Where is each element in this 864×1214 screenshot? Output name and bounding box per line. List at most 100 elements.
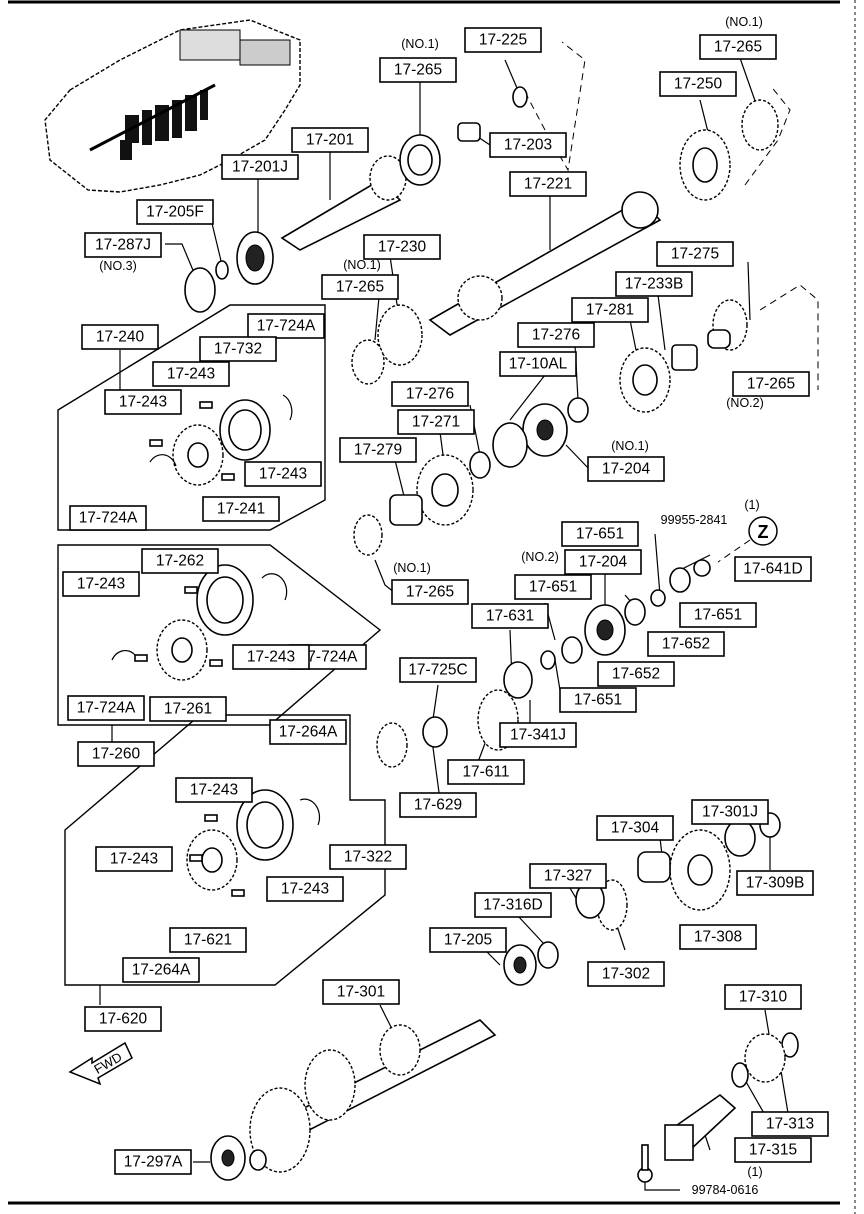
label-17-205: 17-205	[429, 927, 507, 953]
snap-ring-17-205F	[215, 260, 229, 280]
label-17-271: 17-271	[397, 409, 475, 435]
bearing-17-203	[457, 122, 481, 142]
label-17-243: 17-243	[62, 571, 140, 597]
svg-text:17-250: 17-250	[674, 76, 723, 93]
label-17-651: 17-651	[514, 574, 592, 600]
shim-17-287J	[184, 267, 216, 313]
note-no3: (NO.3)	[99, 259, 137, 273]
label-17-240: 17-240	[81, 324, 159, 350]
svg-text:17-725C: 17-725C	[408, 662, 467, 679]
svg-text:17-243: 17-243	[167, 366, 215, 383]
label-17-651: 17-651	[559, 687, 637, 713]
svg-text:17-264A: 17-264A	[279, 724, 338, 741]
label-17-250: 17-250	[659, 71, 737, 97]
svg-text:17-203: 17-203	[504, 137, 552, 154]
washer-17-313-a	[781, 1032, 799, 1058]
svg-text:17-276: 17-276	[532, 327, 580, 344]
svg-text:17-724A: 17-724A	[77, 700, 136, 717]
ring-17-641D	[693, 559, 711, 577]
label-17-281: 17-281	[571, 297, 649, 323]
svg-text:17-265: 17-265	[747, 376, 795, 393]
washer-17-276-a	[567, 397, 589, 423]
bearing-17-233B	[671, 344, 698, 371]
svg-text:17-260: 17-260	[92, 746, 141, 763]
gear-17-230	[377, 304, 423, 366]
svg-text:17-629: 17-629	[414, 797, 462, 814]
svg-text:17-308: 17-308	[694, 929, 742, 946]
label-17-262: 17-262	[141, 548, 219, 574]
label-17-725C: 17-725C	[399, 657, 477, 683]
svg-text:17-279: 17-279	[354, 442, 402, 459]
snap-ring-17-651-a	[650, 589, 666, 607]
z-reference-marker: Z	[717, 516, 778, 563]
svg-text:17-724A: 17-724A	[257, 318, 316, 335]
shim-17-316D	[537, 941, 559, 969]
svg-text:17-205F: 17-205F	[146, 204, 204, 221]
gear-17-302	[596, 879, 628, 931]
label-17-322: 17-322	[329, 844, 407, 870]
svg-text:17-243: 17-243	[77, 576, 125, 593]
label-17-204: 17-204	[587, 456, 665, 482]
svg-text:17-611: 17-611	[462, 764, 509, 781]
svg-text:17-316D: 17-316D	[483, 897, 542, 914]
svg-text:17-201: 17-201	[306, 132, 354, 149]
label-17-301: 17-301	[322, 979, 400, 1005]
label-17-243: 17-243	[95, 846, 173, 872]
svg-text:17-265: 17-265	[336, 279, 384, 296]
group-outline-17-260	[57, 544, 382, 742]
group-outline-17-620	[64, 714, 386, 1005]
svg-text:17-327: 17-327	[544, 868, 592, 885]
sleeve-17-631	[503, 661, 533, 699]
svg-text:17-276: 17-276	[406, 386, 454, 403]
bearing-17-301J	[724, 819, 756, 857]
svg-text:17-205: 17-205	[444, 932, 492, 949]
label-17-204: 17-204	[564, 549, 642, 575]
washer-17-313-b	[731, 1062, 749, 1088]
washer-99955-2841	[669, 567, 691, 593]
label-17-724A: 17-724A	[69, 505, 147, 531]
svg-text:17-243: 17-243	[281, 881, 329, 898]
fwd-arrow-icon: FWD	[68, 1041, 133, 1086]
nut-17-629	[422, 716, 448, 748]
counter-shaft-17-301	[249, 1019, 497, 1173]
svg-text:17-724A: 17-724A	[79, 510, 138, 527]
label-17-265: 17-265	[321, 274, 399, 300]
part-number-99955-2841: 99955-2841	[661, 513, 728, 527]
note-no1: (NO.1)	[401, 37, 439, 51]
svg-text:17-230: 17-230	[378, 239, 427, 256]
svg-text:17-297A: 17-297A	[124, 1154, 183, 1171]
svg-text:17-341J: 17-341J	[510, 727, 566, 744]
label-17-724A: 17-724A	[247, 313, 325, 339]
svg-text:17-281: 17-281	[586, 302, 634, 319]
label-17-243: 17-243	[266, 876, 344, 902]
svg-text:17-261: 17-261	[164, 701, 212, 718]
svg-text:17-621: 17-621	[184, 932, 232, 949]
svg-text:17-221: 17-221	[524, 176, 572, 193]
shim-17-652-b	[561, 636, 583, 664]
label-17-203: 17-203	[489, 132, 567, 158]
label-17-243: 17-243	[175, 777, 253, 803]
svg-text:17-233B: 17-233B	[625, 276, 684, 293]
label-17-611: 17-611	[447, 759, 525, 785]
z-marker-label: Z	[758, 522, 769, 542]
svg-text:17-651: 17-651	[576, 526, 624, 543]
svg-text:17-204: 17-204	[602, 461, 651, 478]
label-17-310: 17-310	[724, 984, 802, 1010]
label-17-652: 17-652	[597, 661, 675, 687]
label-17-651: 17-651	[679, 602, 757, 628]
label-17-304: 17-304	[596, 815, 674, 841]
svg-text:17-302: 17-302	[602, 966, 650, 983]
svg-text:17-265: 17-265	[714, 39, 762, 56]
washer-17-276-b	[469, 451, 491, 479]
svg-text:17-651: 17-651	[529, 579, 577, 596]
label-17-641D: 17-641D	[734, 556, 812, 582]
svg-text:17-225: 17-225	[479, 32, 527, 49]
svg-text:17-243: 17-243	[110, 851, 158, 868]
svg-text:17-631: 17-631	[486, 608, 534, 625]
label-17-221: 17-221	[509, 171, 587, 197]
svg-text:17-240: 17-240	[96, 329, 145, 346]
main-shaft-17-221	[428, 191, 662, 336]
label-17-265: 17-265	[379, 57, 457, 83]
svg-text:17-313: 17-313	[766, 1116, 814, 1133]
